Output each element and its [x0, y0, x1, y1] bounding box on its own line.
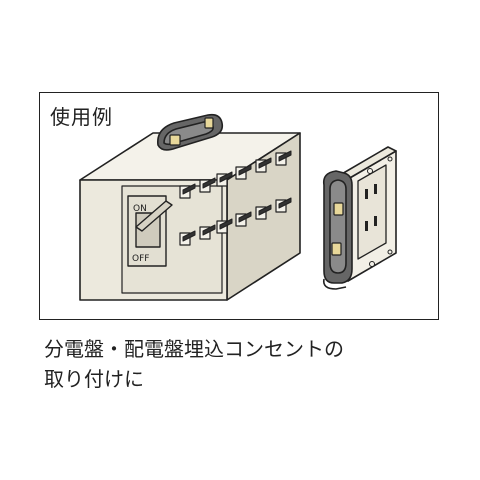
wall-outlet-icon: [339, 146, 397, 282]
distribution-board-icon: [79, 132, 301, 301]
usage-illustration: ON OFF: [79, 113, 397, 301]
magnetic-holder-outlet-icon: [322, 170, 353, 290]
magnetic-holder-icon: [157, 113, 224, 151]
caption-line-2: 取り付けに: [44, 367, 144, 391]
caption: 分電盤・配電盤埋込コンセントの 取り付けに: [44, 334, 444, 394]
switch-on-label: ON: [133, 204, 147, 214]
usage-example-label: 使用例: [50, 105, 113, 129]
caption-line-1: 分電盤・配電盤埋込コンセントの: [44, 337, 344, 361]
switch-off-label: OFF: [132, 254, 149, 264]
